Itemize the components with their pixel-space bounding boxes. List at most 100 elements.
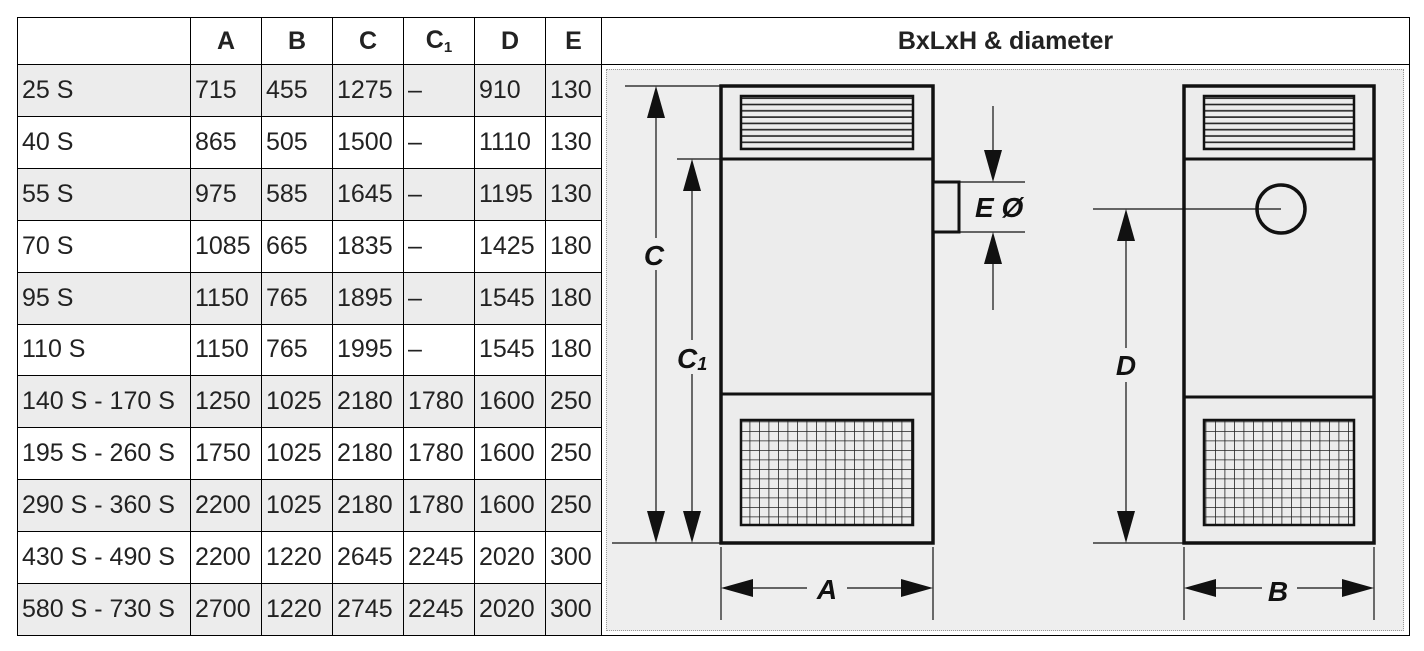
cell-d: 1425 bbox=[474, 219, 546, 273]
cell-e: 130 bbox=[545, 64, 602, 117]
cell-c1: – bbox=[403, 167, 475, 221]
cell-c: 2180 bbox=[332, 479, 404, 533]
cell-a: 1150 bbox=[190, 323, 262, 377]
header-figure: BxLxH & diameter bbox=[601, 17, 1410, 65]
cell-e: 180 bbox=[545, 323, 602, 377]
table-row: 25 S 715 455 1275 – 910 130 bbox=[17, 64, 1410, 636]
cell-b: 665 bbox=[261, 219, 333, 273]
header-row: A B C C1 D E BxLxH & diameter bbox=[17, 17, 1410, 65]
cell-e: 250 bbox=[545, 375, 602, 429]
cell-b: 1220 bbox=[261, 531, 333, 585]
header-c1: C1 bbox=[403, 17, 475, 65]
cell-model: 140 S - 170 S bbox=[17, 375, 191, 429]
cell-c1: 2245 bbox=[403, 531, 475, 585]
dimension-b bbox=[1183, 547, 1375, 620]
cell-b: 585 bbox=[261, 167, 333, 221]
label-b: B bbox=[1268, 576, 1288, 607]
cell-model: 25 S bbox=[17, 64, 191, 117]
side-view bbox=[1182, 84, 1376, 545]
cell-b: 1220 bbox=[261, 583, 333, 636]
label-c1-sub: 1 bbox=[697, 354, 707, 374]
cell-a: 1085 bbox=[190, 219, 262, 273]
cell-b: 455 bbox=[261, 64, 333, 117]
cell-b: 505 bbox=[261, 115, 333, 169]
header-model bbox=[17, 17, 191, 65]
cell-c1: – bbox=[403, 271, 475, 325]
cell-d: 1545 bbox=[474, 271, 546, 325]
cell-e: 130 bbox=[545, 167, 602, 221]
cell-model: 110 S bbox=[17, 323, 191, 377]
cell-d: 2020 bbox=[474, 531, 546, 585]
cell-a: 1750 bbox=[190, 427, 262, 481]
cell-d: 1600 bbox=[474, 479, 546, 533]
header-c1-sub: 1 bbox=[443, 39, 453, 56]
cell-b: 1025 bbox=[261, 375, 333, 429]
cell-c: 2180 bbox=[332, 375, 404, 429]
cell-c: 1275 bbox=[332, 64, 404, 117]
cell-c: 1995 bbox=[332, 323, 404, 377]
cell-a: 2200 bbox=[190, 531, 262, 585]
cell-a: 865 bbox=[190, 115, 262, 169]
dimension-c bbox=[612, 85, 721, 544]
cell-c: 2745 bbox=[332, 583, 404, 636]
label-d: D bbox=[1116, 350, 1136, 381]
cell-model: 290 S - 360 S bbox=[17, 479, 191, 533]
cell-c1: – bbox=[403, 115, 475, 169]
header-c: C bbox=[332, 17, 404, 65]
cell-d: 1195 bbox=[474, 167, 546, 221]
cell-model: 55 S bbox=[17, 167, 191, 221]
cell-e: 300 bbox=[545, 583, 602, 636]
cell-model: 40 S bbox=[17, 115, 191, 169]
cell-c1: – bbox=[403, 64, 475, 117]
cell-c1: 2245 bbox=[403, 583, 475, 636]
cell-e: 130 bbox=[545, 115, 602, 169]
cell-c: 1835 bbox=[332, 219, 404, 273]
cell-a: 715 bbox=[190, 64, 262, 117]
cell-d: 910 bbox=[474, 64, 546, 117]
cell-c1: 1780 bbox=[403, 427, 475, 481]
cell-model: 580 S - 730 S bbox=[17, 583, 191, 636]
cell-d: 1600 bbox=[474, 375, 546, 429]
header-a: A bbox=[190, 17, 262, 65]
dimensions-table: A B C C1 D E BxLxH & diameter 25 S 715 4… bbox=[17, 17, 1410, 636]
drawing-svg: C C1 bbox=[612, 84, 1376, 620]
front-bottom-grille bbox=[739, 418, 915, 527]
cell-b: 1025 bbox=[261, 479, 333, 533]
dimension-a bbox=[720, 547, 934, 620]
cell-e: 180 bbox=[545, 271, 602, 325]
front-top-grille bbox=[739, 94, 915, 151]
dimension-e bbox=[959, 106, 1025, 310]
cell-c: 1500 bbox=[332, 115, 404, 169]
front-view bbox=[719, 84, 961, 545]
cell-a: 2700 bbox=[190, 583, 262, 636]
cell-e: 180 bbox=[545, 219, 602, 273]
cell-model: 70 S bbox=[17, 219, 191, 273]
side-top-grille bbox=[1202, 94, 1356, 151]
header-b: B bbox=[261, 17, 333, 65]
label-c: C bbox=[644, 240, 665, 271]
side-bottom-grille bbox=[1202, 418, 1356, 527]
cell-model: 95 S bbox=[17, 271, 191, 325]
cell-c1: – bbox=[403, 219, 475, 273]
label-c1: C1 bbox=[677, 343, 707, 374]
cell-a: 2200 bbox=[190, 479, 262, 533]
dimension-drawing: C C1 bbox=[606, 69, 1404, 631]
cell-a: 1250 bbox=[190, 375, 262, 429]
cell-model: 195 S - 260 S bbox=[17, 427, 191, 481]
cell-b: 765 bbox=[261, 323, 333, 377]
cell-d: 2020 bbox=[474, 583, 546, 636]
cell-model: 430 S - 490 S bbox=[17, 531, 191, 585]
cell-d: 1110 bbox=[474, 115, 546, 169]
label-c1-base: C bbox=[677, 343, 698, 374]
cell-d: 1545 bbox=[474, 323, 546, 377]
cell-a: 1150 bbox=[190, 271, 262, 325]
